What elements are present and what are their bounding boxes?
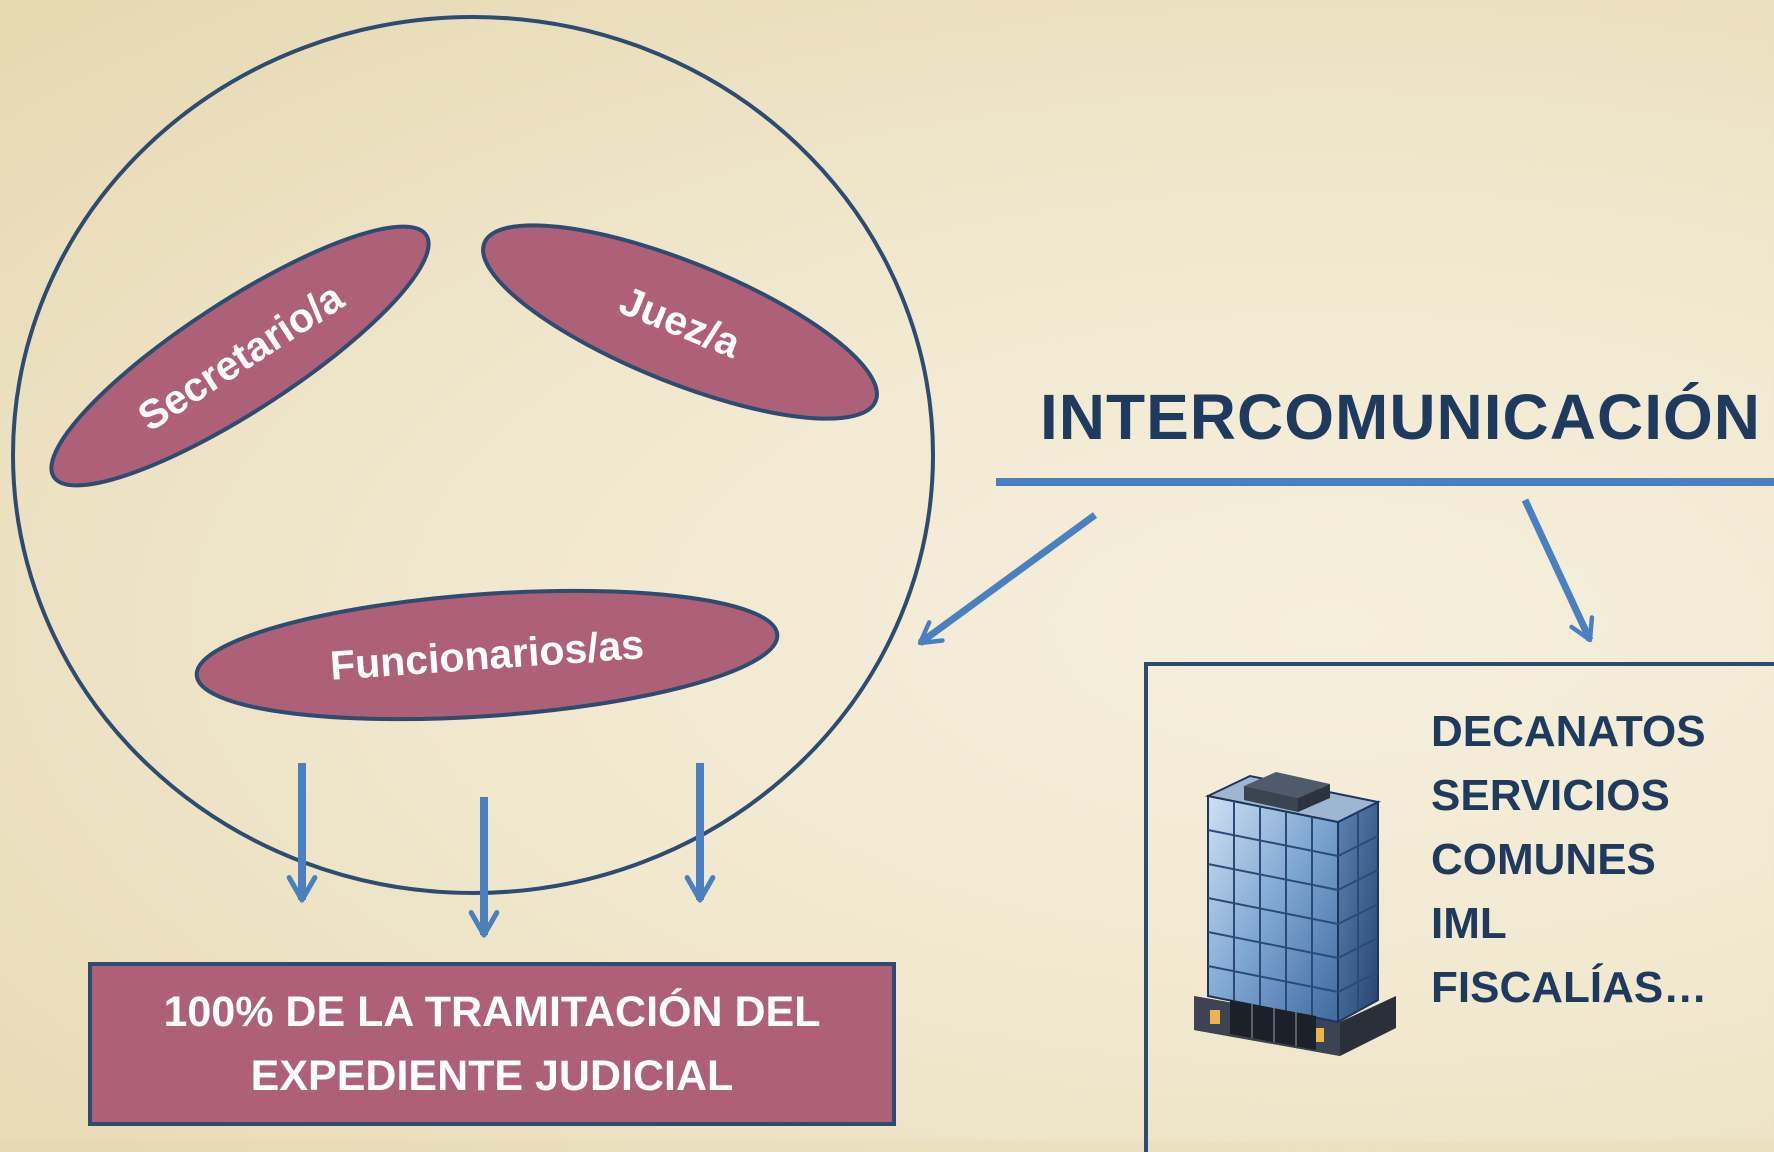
office-building-icon bbox=[1194, 772, 1396, 1056]
entity-item-fiscalias: FISCALÍAS… bbox=[1431, 963, 1708, 1012]
entity-list: DECANATOS SERVICIOS COMUNES IML FISCALÍA… bbox=[1431, 700, 1707, 1020]
entities-box bbox=[1144, 662, 1774, 1152]
arrow-to-court bbox=[917, 512, 1098, 646]
judge-ellipse: Juez/a bbox=[481, 223, 879, 421]
entity-item-decanatos: DECANATOS bbox=[1431, 707, 1706, 756]
entity-item-comunes: COMUNES bbox=[1431, 835, 1656, 884]
arrow-to-entities bbox=[1521, 498, 1595, 643]
court-circle bbox=[11, 15, 935, 895]
result-line-2: EXPEDIENTE JUDICIAL bbox=[250, 1052, 734, 1100]
result-line-1: 100% DE LA TRAMITACIÓN DEL bbox=[163, 988, 821, 1036]
entity-item-iml: IML bbox=[1431, 899, 1507, 948]
officials-ellipse: Funcionarios/as bbox=[194, 588, 780, 722]
secretary-ellipse: Secretario/a bbox=[49, 224, 431, 488]
entity-item-servicios: SERVICIOS bbox=[1431, 771, 1670, 820]
intercom-title: INTERCOMUNICACIÓN bbox=[1040, 381, 1761, 453]
result-box: 100% DE LA TRAMITACIÓN DEL EXPEDIENTE JU… bbox=[88, 962, 896, 1126]
